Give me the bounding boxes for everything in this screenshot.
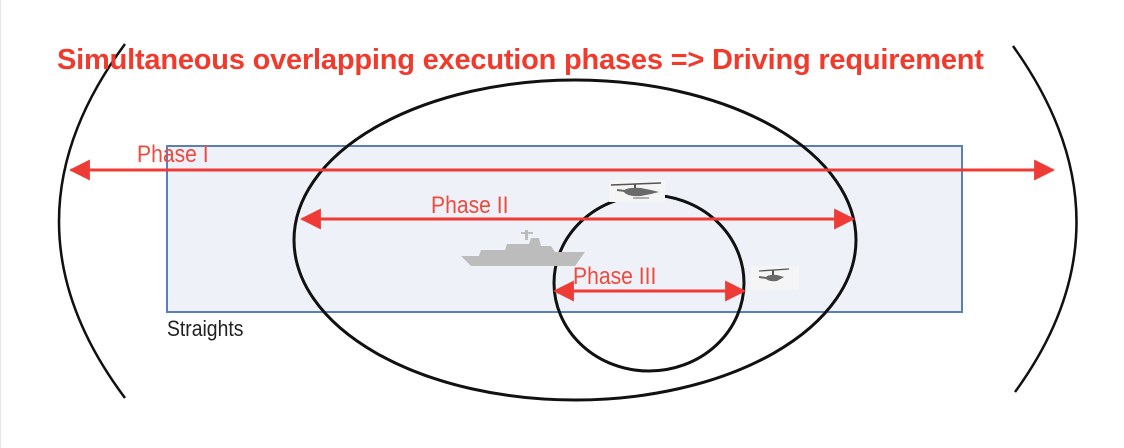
slide-title: Simultaneous overlapping execution phase… bbox=[57, 44, 984, 76]
straits-label: Straights bbox=[167, 316, 244, 341]
helicopter-icon bbox=[609, 180, 665, 202]
phase-iii-label: Phase III bbox=[573, 263, 657, 290]
outer-bracket-right bbox=[1011, 45, 1078, 393]
helicopter-icon bbox=[751, 266, 799, 290]
outer-bracket-left bbox=[57, 43, 127, 399]
phase-ii-label: Phase II bbox=[431, 192, 509, 219]
phase-i-label: Phase I bbox=[137, 141, 209, 168]
ship-icon bbox=[461, 230, 585, 266]
phase-ii-ellipse bbox=[292, 78, 858, 402]
